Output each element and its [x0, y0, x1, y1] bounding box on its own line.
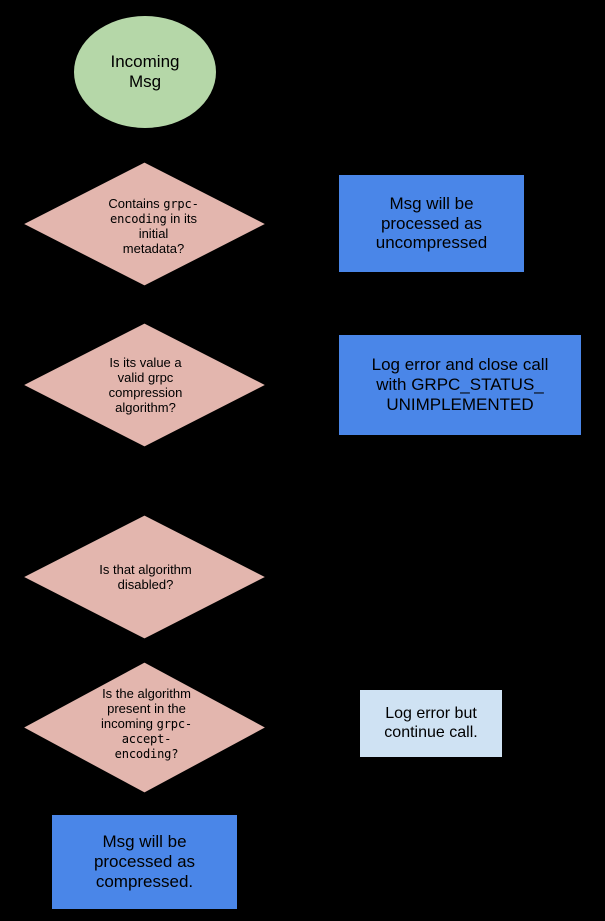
valid-compression-algorithm-decision[interactable]: Is its value a valid grpc compression al… — [21, 322, 268, 448]
log-error-continue-call-box[interactable]: Log error but continue call. — [360, 690, 502, 757]
log-error-close-call-label: Log error and close call with GRPC_STATU… — [371, 355, 549, 414]
algorithm-in-accept-encoding-label: Is the algorithm present in the incoming… — [101, 685, 192, 762]
processed-as-compressed-label: Msg will be processed as compressed. — [93, 832, 196, 891]
processed-as-uncompressed-label: Msg will be processed as uncompressed — [375, 193, 488, 253]
algorithm-disabled-label: Is that algorithm disabled? — [99, 561, 192, 592]
diamond-shape-icon — [21, 514, 268, 640]
log-error-close-call-box[interactable]: Log error and close call with GRPC_STATU… — [339, 335, 581, 435]
contains-grpc-encoding-decision[interactable]: Contains grpc- encoding in its initial m… — [21, 161, 268, 287]
valid-compression-algorithm-label: Is its value a valid grpc compression al… — [108, 354, 183, 416]
diamond-shape-icon — [21, 322, 268, 448]
diamond-shape-icon — [21, 661, 268, 794]
log-error-continue-call-label: Log error but continue call. — [384, 704, 478, 741]
processed-as-compressed-box[interactable]: Msg will be processed as compressed. — [52, 815, 237, 909]
incoming-msg-start-label: Incoming Msg — [110, 52, 180, 91]
incoming-msg-start: Incoming Msg — [74, 16, 216, 128]
diamond-shape-icon — [21, 161, 268, 287]
algorithm-in-accept-encoding-decision[interactable]: Is the algorithm present in the incoming… — [21, 661, 268, 794]
algorithm-disabled-decision[interactable]: Is that algorithm disabled? — [21, 514, 268, 640]
processed-as-uncompressed-box[interactable]: Msg will be processed as uncompressed — [339, 175, 524, 272]
contains-grpc-encoding-decision-label: Contains grpc- encoding in its initial m… — [108, 195, 199, 257]
